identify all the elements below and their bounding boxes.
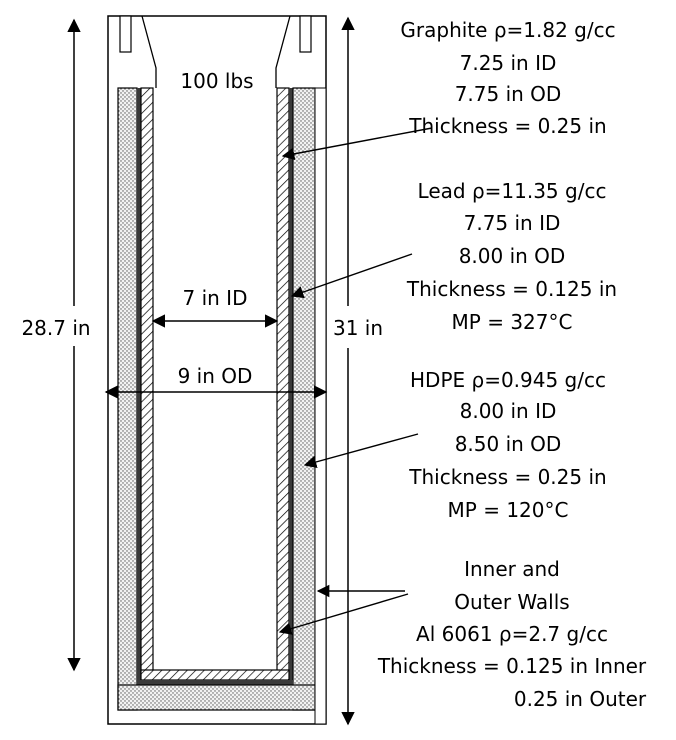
outer-height-label: 31 in	[333, 316, 383, 340]
inner-wall-leader	[278, 593, 409, 635]
graphite-callout: Graphite ρ=1.82 g/cc 7.25 in ID 7.75 in …	[400, 18, 615, 138]
graphite-leader	[281, 127, 433, 161]
inner-diameter-dimension: 7 in ID	[151, 286, 279, 328]
right-lead-layer	[289, 88, 293, 684]
hdpe-line-4: Thickness = 0.25 in	[408, 465, 606, 489]
bottom-lead-layer	[137, 680, 293, 685]
walls-line-4: Thickness = 0.125 in Inner	[377, 654, 647, 678]
outer-al-wall	[314, 87, 327, 725]
bottom-graphite-layer	[140, 669, 290, 681]
bottom-layers	[117, 669, 316, 711]
graphite-line-3: 7.75 in OD	[455, 82, 562, 106]
lead-line-2: 7.75 in ID	[464, 211, 561, 235]
right-hdpe-layer	[292, 87, 316, 711]
outer-height-dimension: 31 in	[333, 16, 383, 726]
hdpe-line-5: MP = 120°C	[448, 498, 569, 522]
outer-diameter-label: 9 in OD	[178, 364, 253, 388]
hdpe-leader	[303, 433, 419, 469]
left-hdpe-layer	[117, 87, 138, 711]
inner-height-dimension: 28.7 in	[21, 18, 91, 672]
lead-line-5: MP = 327°C	[452, 310, 573, 334]
walls-line-1: Inner and	[464, 557, 560, 581]
lead-line-1: Lead ρ=11.35 g/cc	[418, 179, 607, 203]
walls-line-2: Outer Walls	[454, 590, 569, 614]
hdpe-line-3: 8.50 in OD	[455, 432, 562, 456]
funnel-left	[141, 15, 157, 88]
right-graphite-layer	[276, 87, 290, 685]
left-lead-layer	[137, 88, 141, 684]
hdpe-callout: HDPE ρ=0.945 g/cc 8.00 in ID 8.50 in OD …	[408, 368, 606, 522]
left-graphite-layer	[140, 87, 154, 685]
lead-line-3: 8.00 in OD	[459, 244, 566, 268]
graphite-line-2: 7.25 in ID	[460, 51, 557, 75]
graphite-line-1: Graphite ρ=1.82 g/cc	[400, 18, 615, 42]
walls-line-5: 0.25 in Outer	[514, 687, 647, 711]
right-notch	[299, 15, 312, 53]
right-wall	[276, 87, 316, 711]
walls-callout: Inner and Outer Walls Al 6061 ρ=2.7 g/cc…	[377, 557, 647, 711]
hdpe-line-2: 8.00 in ID	[460, 399, 557, 423]
load-label: 100 lbs	[180, 69, 253, 93]
graphite-line-4: Thickness = 0.25 in	[408, 114, 606, 138]
outer-diameter-dimension: 9 in OD	[104, 364, 328, 399]
hdpe-line-1: HDPE ρ=0.945 g/cc	[410, 368, 606, 392]
funnel-right	[275, 15, 291, 88]
inner-height-label: 28.7 in	[21, 316, 90, 340]
bottom-hdpe-layer	[117, 684, 316, 711]
lead-line-4: Thickness = 0.125 in	[406, 277, 617, 301]
lead-callout: Lead ρ=11.35 g/cc 7.75 in ID 8.00 in OD …	[406, 179, 617, 334]
lead-leader	[290, 253, 413, 299]
leader-lines	[278, 127, 433, 635]
left-notch	[119, 15, 132, 53]
walls-line-3: Al 6061 ρ=2.7 g/cc	[416, 622, 608, 646]
inner-diameter-label: 7 in ID	[183, 286, 248, 310]
left-wall	[117, 87, 154, 711]
